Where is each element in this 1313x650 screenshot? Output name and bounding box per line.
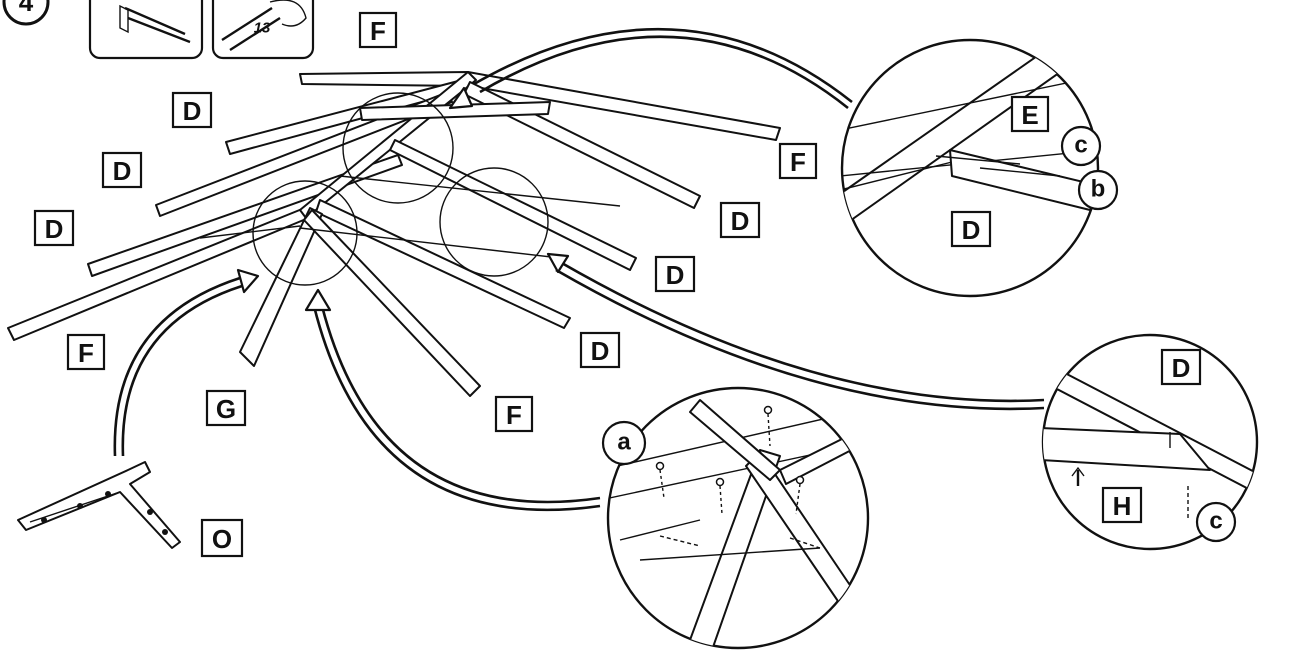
label-d-right-1: D (719, 201, 761, 239)
svg-text:F: F (790, 147, 806, 177)
svg-text:b: b (1091, 176, 1106, 203)
label-d-upper-2: D (101, 151, 143, 189)
beam-under (359, 101, 551, 121)
svg-text:c: c (1209, 508, 1222, 535)
detail-circle-bottom (606, 386, 870, 650)
arrow-top-detail-to-frame (448, 27, 853, 110)
label-d-right-3: D (579, 331, 621, 369)
svg-text:D: D (113, 156, 132, 186)
svg-text:O: O (212, 524, 232, 554)
svg-text:F: F (78, 338, 94, 368)
hardware-b: b (1077, 169, 1119, 211)
svg-text:D: D (45, 214, 64, 244)
svg-text:F: F (506, 400, 522, 430)
hardware-c-right: c (1195, 501, 1237, 543)
label-d-detail-top: D (950, 210, 992, 248)
svg-text:4: 4 (19, 0, 34, 17)
beam-d-right-3 (315, 199, 571, 329)
hammer-tool-icon (88, 0, 204, 60)
svg-text:a: a (617, 429, 631, 456)
svg-text:G: G (216, 394, 236, 424)
svg-text:D: D (962, 215, 981, 245)
step-number-badge: 4 (2, 0, 50, 26)
bracket-o (17, 461, 181, 549)
label-f-top: F (358, 11, 398, 49)
label-d-upper-1: D (171, 91, 213, 129)
beam-d-right-2 (389, 139, 637, 271)
hardware-a: a (601, 420, 647, 466)
arrow-right-detail-to-frame (546, 252, 1045, 411)
detail-circle-right (1041, 333, 1259, 551)
label-d-detail-right: D (1160, 348, 1202, 386)
label-f-bottom: F (494, 395, 534, 433)
svg-text:D: D (666, 260, 685, 290)
post-g (239, 207, 323, 367)
label-f-left: F (66, 333, 106, 371)
label-g: G (205, 389, 247, 427)
label-e-detail: E (1010, 95, 1050, 133)
svg-text:13: 13 (254, 20, 271, 37)
beam-f-down (303, 209, 481, 397)
label-d-right-2: D (654, 255, 696, 293)
label-d-upper-3: D (33, 209, 75, 247)
svg-text:D: D (1172, 353, 1191, 383)
arrow-o-to-frame (113, 268, 260, 457)
svg-text:E: E (1021, 100, 1038, 130)
roof-frame (7, 71, 781, 397)
svg-text:D: D (731, 206, 750, 236)
svg-text:D: D (183, 96, 202, 126)
svg-text:H: H (1113, 491, 1132, 521)
svg-text:D: D (591, 336, 610, 366)
beam-d-upper-3 (87, 154, 403, 277)
arrow-bottom-detail-to-frame (304, 288, 601, 512)
svg-text:F: F (370, 16, 386, 46)
label-h: H (1101, 486, 1143, 524)
hardware-c-top: c (1060, 125, 1102, 167)
label-o: O (200, 518, 244, 558)
beam-d-upper-2 (155, 91, 453, 217)
svg-text:c: c (1074, 132, 1087, 159)
label-f-right: F (778, 142, 818, 180)
detail-circle-top (840, 38, 1100, 298)
wrench-tool-icon: 13 (211, 0, 315, 60)
